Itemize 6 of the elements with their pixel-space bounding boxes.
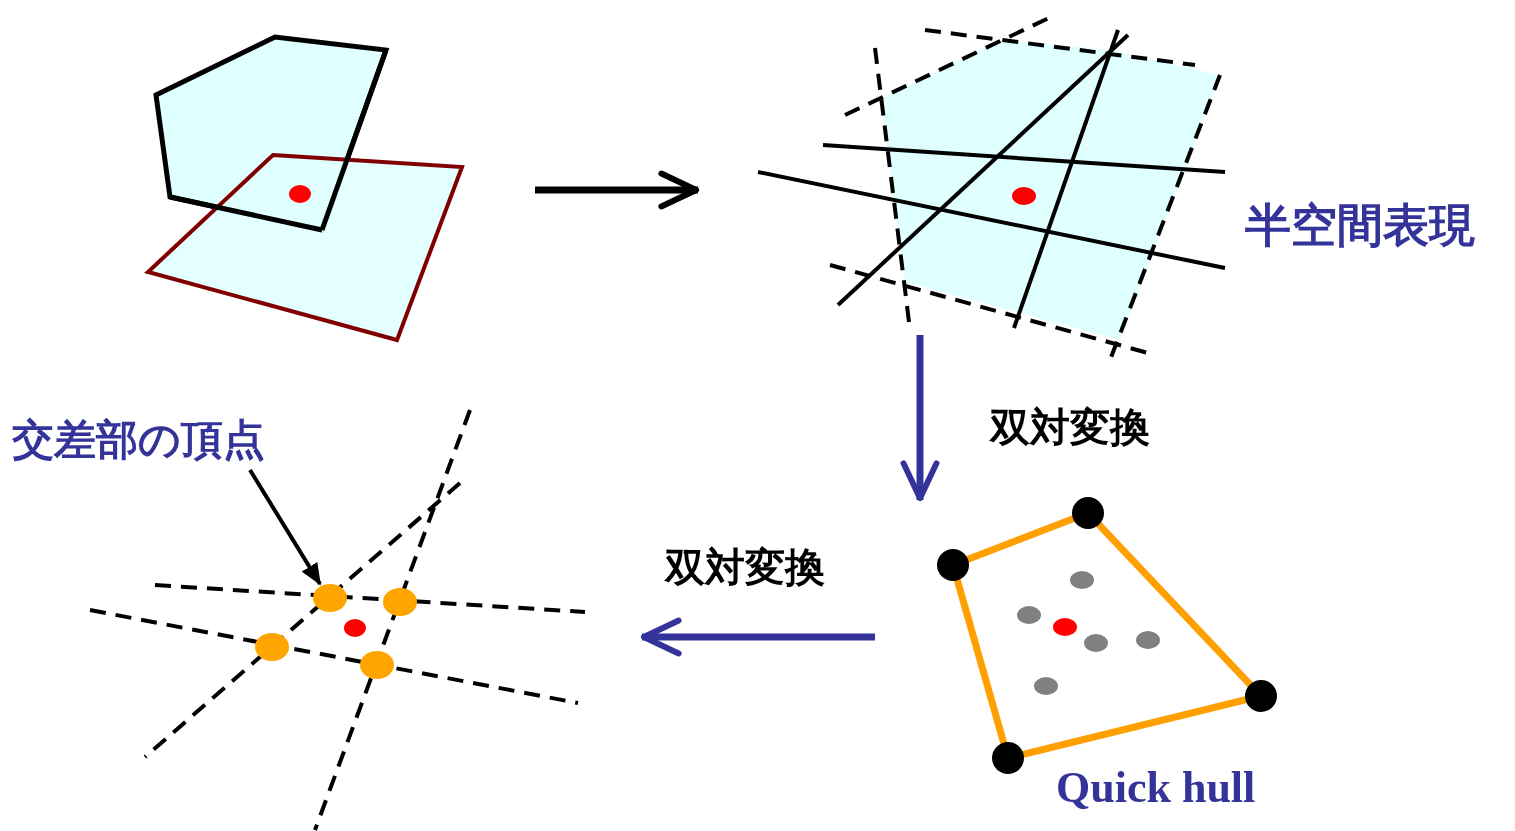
- algorithm-label: Quick hull: [1056, 762, 1256, 813]
- representation-label: 半空間表現: [1245, 197, 1475, 254]
- vertex-label: 交差部の頂点: [12, 412, 312, 472]
- vertex-dot: [313, 584, 347, 612]
- arrow: [900, 335, 940, 502]
- leader-arrow: [248, 468, 322, 586]
